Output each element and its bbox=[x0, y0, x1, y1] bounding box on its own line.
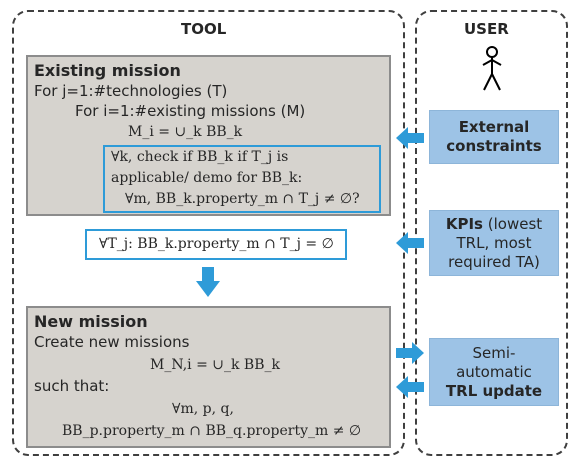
trl-line-3: TRL update bbox=[445, 381, 543, 400]
tool-lane bbox=[12, 10, 405, 456]
arrow-left-icon bbox=[396, 232, 424, 254]
mission-union-formula: M_i = ∪_k BB_k bbox=[128, 124, 243, 140]
mission-loop-text: For i=1:#existing missions (M) bbox=[75, 102, 306, 120]
new-mission-box bbox=[26, 306, 391, 448]
kpi-line-1-rest: (lowest bbox=[482, 214, 543, 233]
trl-line-1: Semi- bbox=[472, 343, 516, 362]
external-constraints-line-2: constraints bbox=[446, 137, 542, 155]
such-that-text: such that: bbox=[34, 377, 110, 395]
technology-loop-text: For j=1:#technologies (T) bbox=[34, 82, 228, 100]
user-lane-title: USER bbox=[464, 20, 509, 38]
tool-lane-title: TOOL bbox=[181, 20, 227, 38]
applicability-check-box bbox=[103, 145, 381, 213]
external-constraints-line-1: External bbox=[458, 118, 530, 136]
arrow-right-icon bbox=[396, 342, 424, 364]
property-intersection-formula: BB_p.property_m ∩ BB_q.property_m ≠ ∅ bbox=[62, 423, 362, 439]
new-mission-union-formula: M_N,i = ∪_k BB_k bbox=[150, 357, 280, 373]
kpi-line-3: required TA) bbox=[448, 252, 540, 271]
arrow-down-icon bbox=[196, 267, 220, 297]
check-line-2: applicable/ demo for BB_k: bbox=[111, 170, 303, 186]
kpi-box: KPIs (lowest TRL, most required TA) bbox=[429, 210, 559, 276]
external-constraints-box: External constraints bbox=[429, 110, 559, 164]
quantifier-formula: ∀m, p, q, bbox=[172, 401, 234, 417]
create-missions-text: Create new missions bbox=[34, 333, 190, 351]
check-line-1: ∀k, check if BB_k if T_j is bbox=[111, 149, 289, 165]
new-mission-title: New mission bbox=[34, 312, 148, 331]
trl-update-box: Semi- automatic TRL update bbox=[429, 338, 559, 406]
arrow-left-icon bbox=[396, 376, 424, 398]
arrow-left-icon bbox=[396, 127, 424, 149]
user-lane bbox=[415, 10, 568, 456]
stick-figure-icon bbox=[482, 46, 502, 91]
kpi-line-1: KPIs (lowest bbox=[446, 215, 542, 234]
kpi-bold-label: KPIs bbox=[445, 214, 483, 233]
kpi-line-2: TRL, most bbox=[456, 233, 532, 252]
empty-intersection-formula: ∀T_j: BB_k.property_m ∩ T_j = ∅ bbox=[99, 236, 334, 252]
trl-line-2: automatic bbox=[456, 362, 532, 381]
existing-mission-title: Existing mission bbox=[34, 61, 181, 80]
check-line-3: ∀m, BB_k.property_m ∩ T_j ≠ ∅? bbox=[125, 191, 360, 207]
empty-intersection-box bbox=[85, 229, 347, 260]
